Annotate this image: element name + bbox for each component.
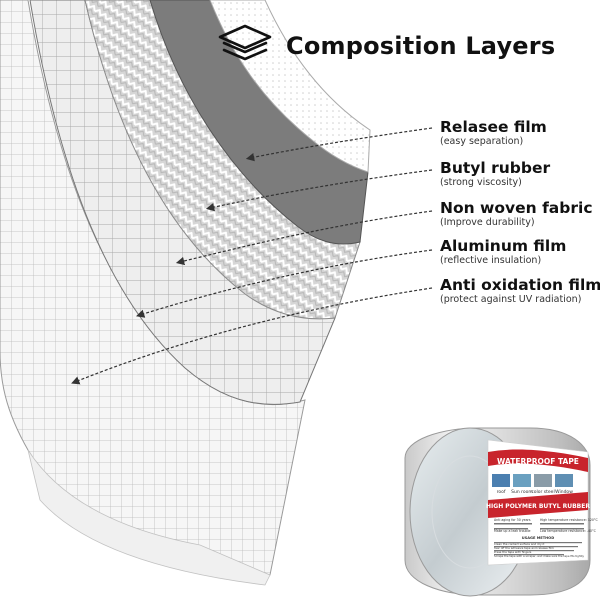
layer-description: (protect against UV radiation) — [440, 294, 582, 305]
layer-label-anti-oxidation-film: Anti oxidation film (protect against UV … — [440, 277, 600, 306]
layer-description: (Improve durability) — [440, 217, 535, 228]
layer-name: Aluminum film — [440, 237, 567, 255]
layer-name: Butyl rubber — [440, 159, 551, 177]
layer-label-aluminum-film: Aluminum film (reflective insulation) — [440, 238, 566, 267]
release-film-pointer — [245, 127, 433, 162]
anti-oxidation-film-pointer — [71, 287, 433, 385]
layer-label-non-woven-fabric: Non woven fabric (Improve durability) — [440, 200, 593, 229]
page-title: Composition Layers — [286, 32, 556, 60]
aluminum-film-pointer — [135, 249, 433, 318]
tape-feature-right-1: High temperature resistance: 120°C — [540, 518, 598, 522]
tape-feature-left-2: Make up a leak trouble — [494, 529, 530, 533]
tape-usage-step-4: Scrape the tape with a scraper, and make… — [494, 554, 584, 558]
tape-usage-step-2: Tear off the adhesive tape and release f… — [493, 546, 554, 550]
tape-usage-step-1: Clean the contact surface and dry it — [494, 542, 545, 546]
butyl-rubber-pointer — [205, 169, 433, 212]
layer-description: (reflective insulation) — [440, 255, 542, 266]
film-edge-lower — [27, 449, 271, 586]
layer-description: (strong viscosity) — [440, 177, 522, 188]
tape-usage-title: USAGE METHOD — [522, 536, 554, 540]
layer-label-release-film: Relasee film (easy separation) — [440, 119, 547, 148]
layer-description: (easy separation) — [440, 136, 524, 147]
tape-feature-left-1: Anti aging for 30 years — [494, 518, 531, 522]
tape-feature-right-2: Low temperature resistance: -40°C — [540, 529, 597, 533]
layer-name: Anti oxidation film — [440, 276, 600, 294]
tape-roll-product-image — [404, 427, 591, 597]
stacked-layers-icon — [216, 22, 274, 71]
tape-thumb-label-2: Sun room — [511, 489, 533, 495]
release-film-layer — [209, 0, 371, 173]
layer-name: Relasee film — [440, 118, 547, 136]
tape-label-main: HIGH POLYMER BUTYL RUBBER — [486, 503, 590, 510]
tape-thumb-label-4: Window — [555, 489, 573, 495]
tape-thumb-label-1: roof — [497, 489, 506, 495]
tape-thumb-label-3: color steel — [531, 489, 554, 495]
tape-label-top: WATERPROOF TAPE — [497, 457, 579, 466]
title-row: Composition Layers — [216, 24, 555, 68]
layer-name: Non woven fabric — [440, 199, 593, 217]
non-woven-fabric-pointer — [175, 210, 433, 266]
tape-usage-step-3: Press the tape with fingers — [494, 550, 532, 554]
layer-label-butyl-rubber: Butyl rubber (strong viscosity) — [440, 160, 550, 189]
